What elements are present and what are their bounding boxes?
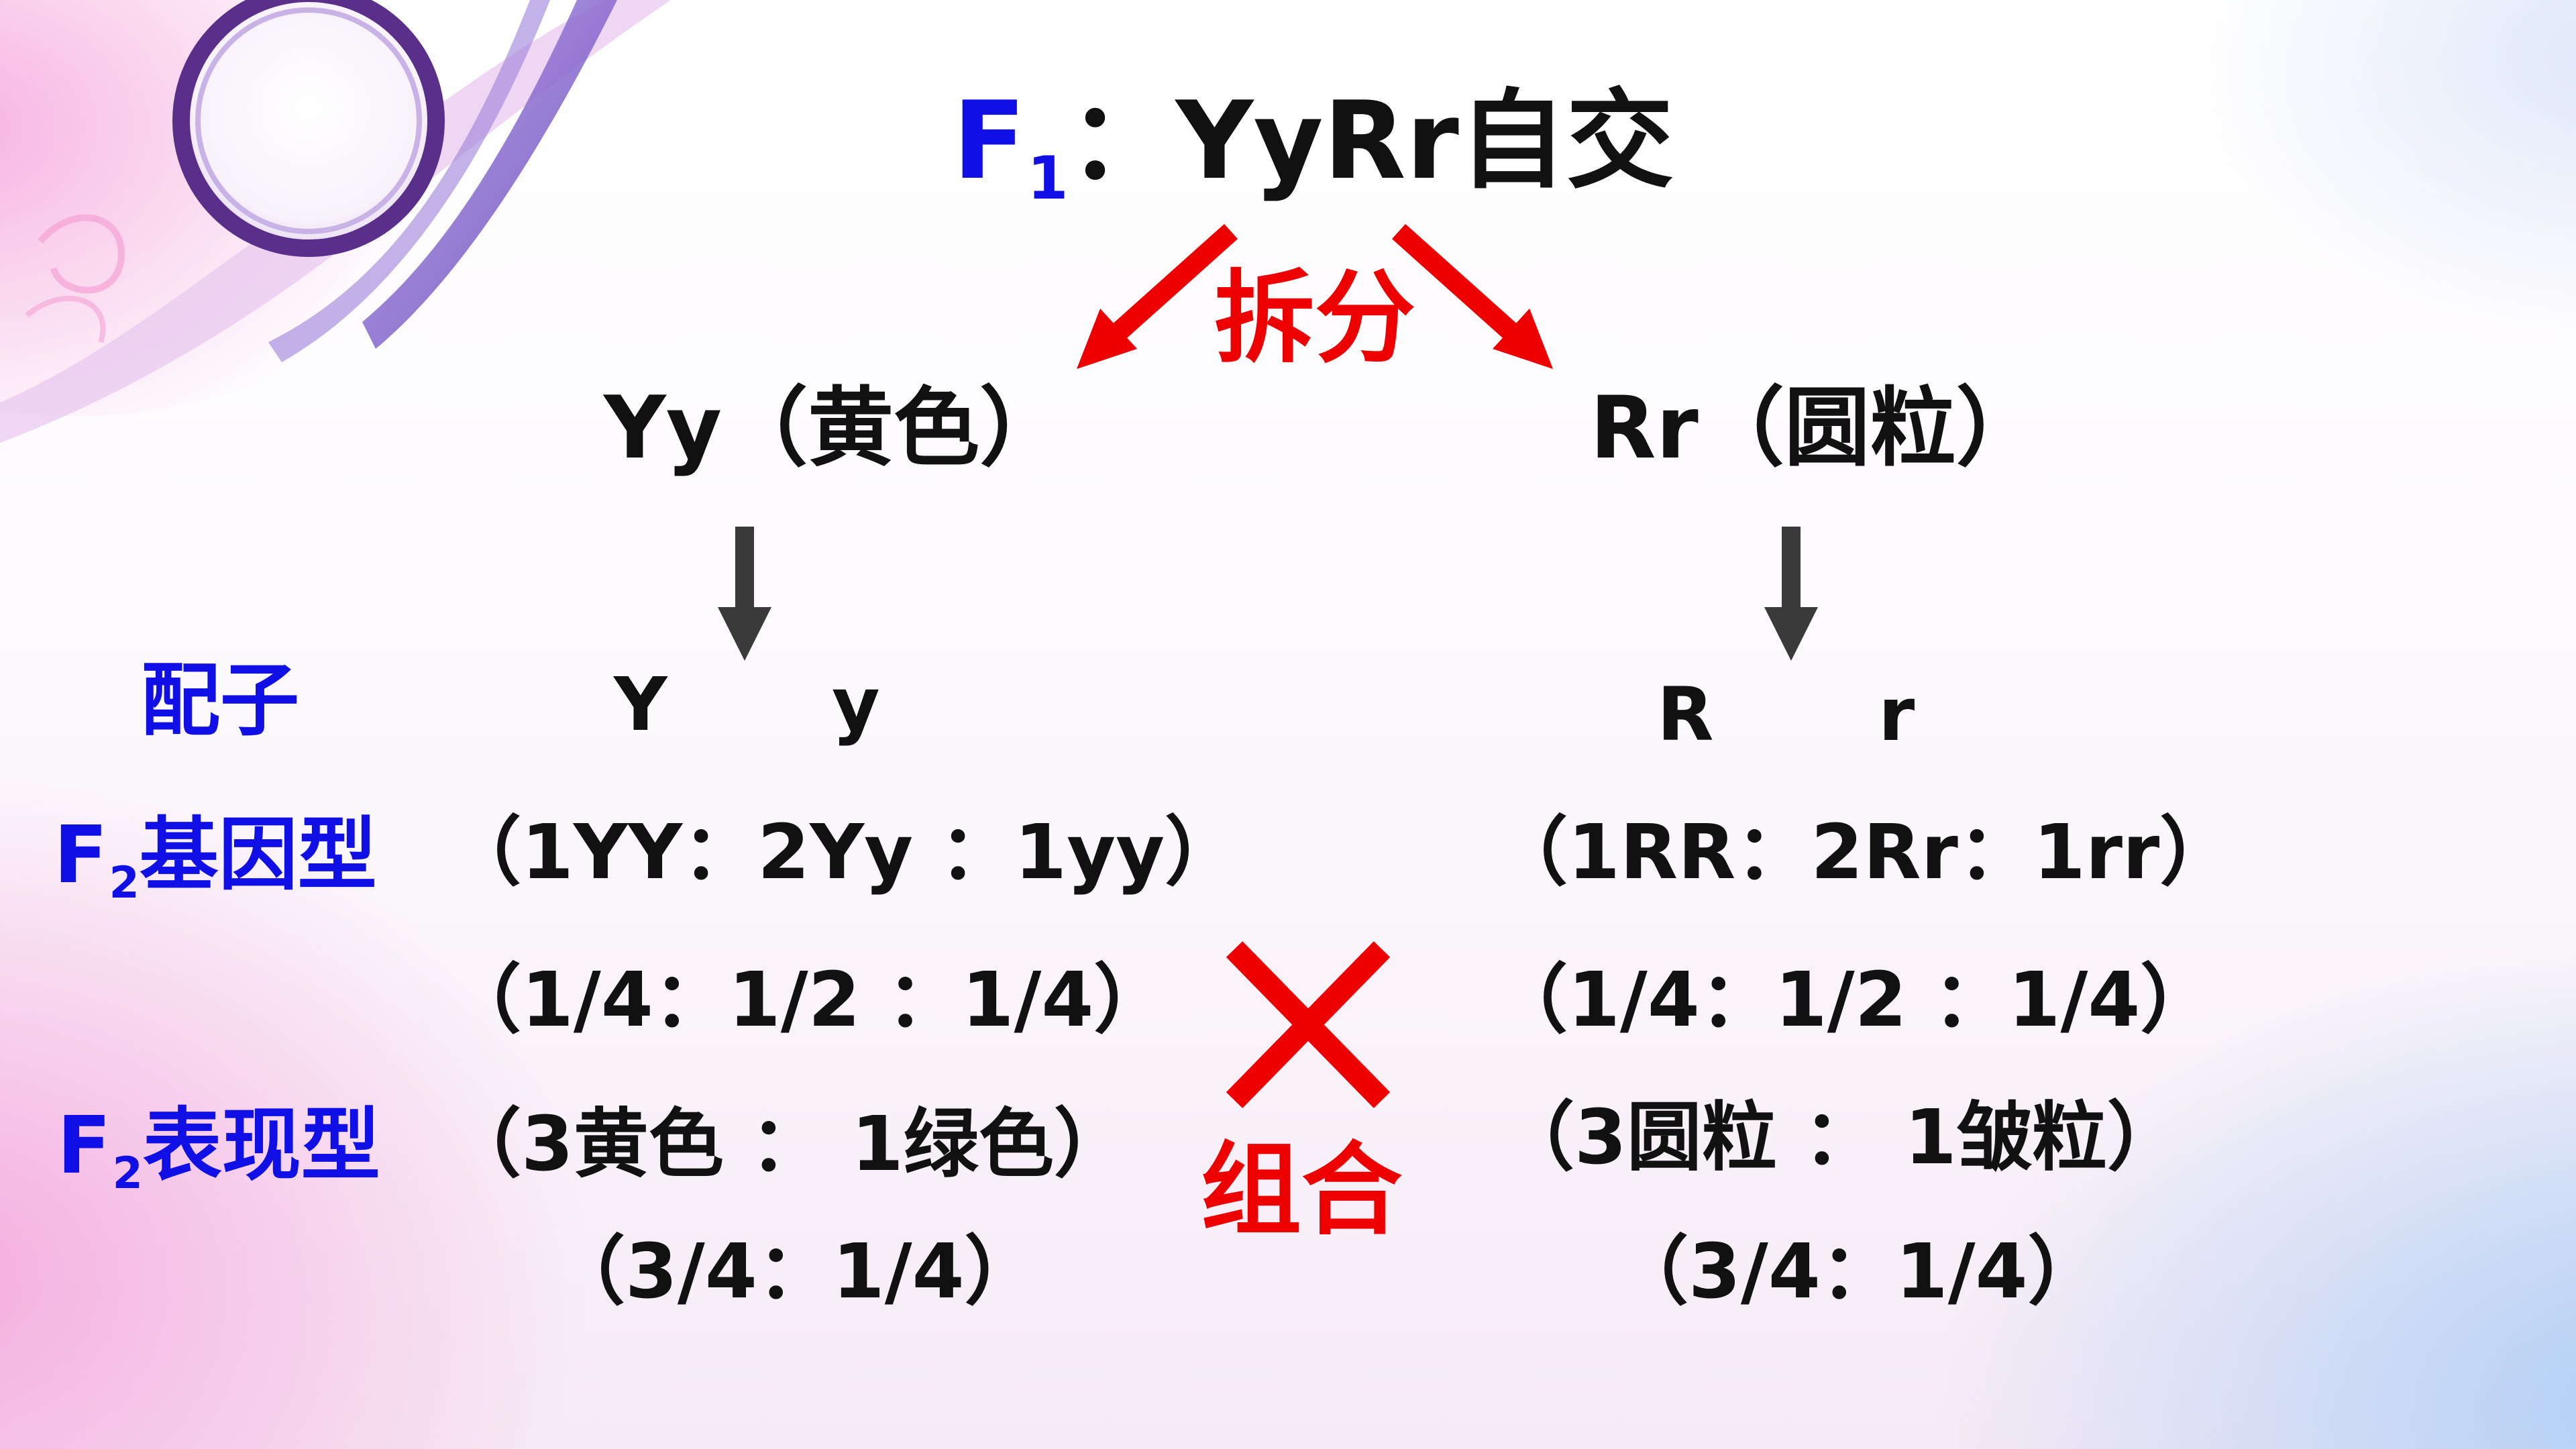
left-gamete-2: y bbox=[832, 661, 880, 747]
phenotype-label-prefix: F bbox=[57, 1099, 111, 1191]
right-gamete-2: r bbox=[1878, 672, 1915, 757]
left-pair-label: Yy（黄色） bbox=[604, 378, 1066, 478]
title-f-subscript: 1 bbox=[1027, 143, 1069, 213]
genotype-label-subscript: 2 bbox=[109, 857, 140, 908]
right-pair-label: Rr（圆粒） bbox=[1590, 378, 2042, 478]
left-genotype-ratio: （1/4：1/2 ：1/4） bbox=[446, 957, 1169, 1044]
phenotype-row-label: F2表现型 bbox=[57, 1106, 380, 1195]
split-label: 拆分 bbox=[1214, 260, 1416, 377]
genotype-label-rest: 基因型 bbox=[139, 808, 377, 901]
page-title: F1：YyRr自交 bbox=[953, 87, 1674, 208]
genotype-row-label: F2基因型 bbox=[54, 815, 377, 905]
right-phenotype: （3圆粒 ： 1皱粒） bbox=[1499, 1094, 2182, 1181]
right-gamete-1: R bbox=[1657, 672, 1714, 757]
genotype-label-prefix: F bbox=[54, 808, 108, 901]
right-genotype-ratio: （1/4：1/2 ：1/4） bbox=[1493, 957, 2216, 1044]
split-arrow-right bbox=[1391, 223, 1553, 369]
phenotype-label-subscript: 2 bbox=[112, 1148, 143, 1199]
left-genotype: （1YY：2Yy ：1yy） bbox=[446, 809, 1240, 896]
left-gamete-1: Y bbox=[614, 661, 667, 747]
gametes-row-label: 配子 bbox=[141, 654, 300, 747]
right-phenotype-ratio: （3/4：1/4） bbox=[1613, 1228, 2103, 1316]
split-arrow-left bbox=[1077, 223, 1238, 369]
phenotype-label-rest: 表现型 bbox=[142, 1099, 380, 1191]
right-genotype: （1RR：2Rr：1rr） bbox=[1493, 809, 2235, 896]
left-phenotype-ratio: （3/4：1/4） bbox=[550, 1228, 1040, 1316]
left-phenotype: （3黄色 ： 1绿色） bbox=[446, 1101, 1129, 1188]
down-arrow-left bbox=[718, 527, 771, 661]
combine-label: 组合 bbox=[1201, 1132, 1403, 1249]
title-rest: ：YyRr自交 bbox=[1068, 78, 1674, 203]
down-arrow-right bbox=[1764, 527, 1818, 661]
decorative-swirl bbox=[0, 0, 671, 443]
title-f-letter: F bbox=[953, 78, 1026, 203]
cross-mark bbox=[1226, 941, 1391, 1108]
